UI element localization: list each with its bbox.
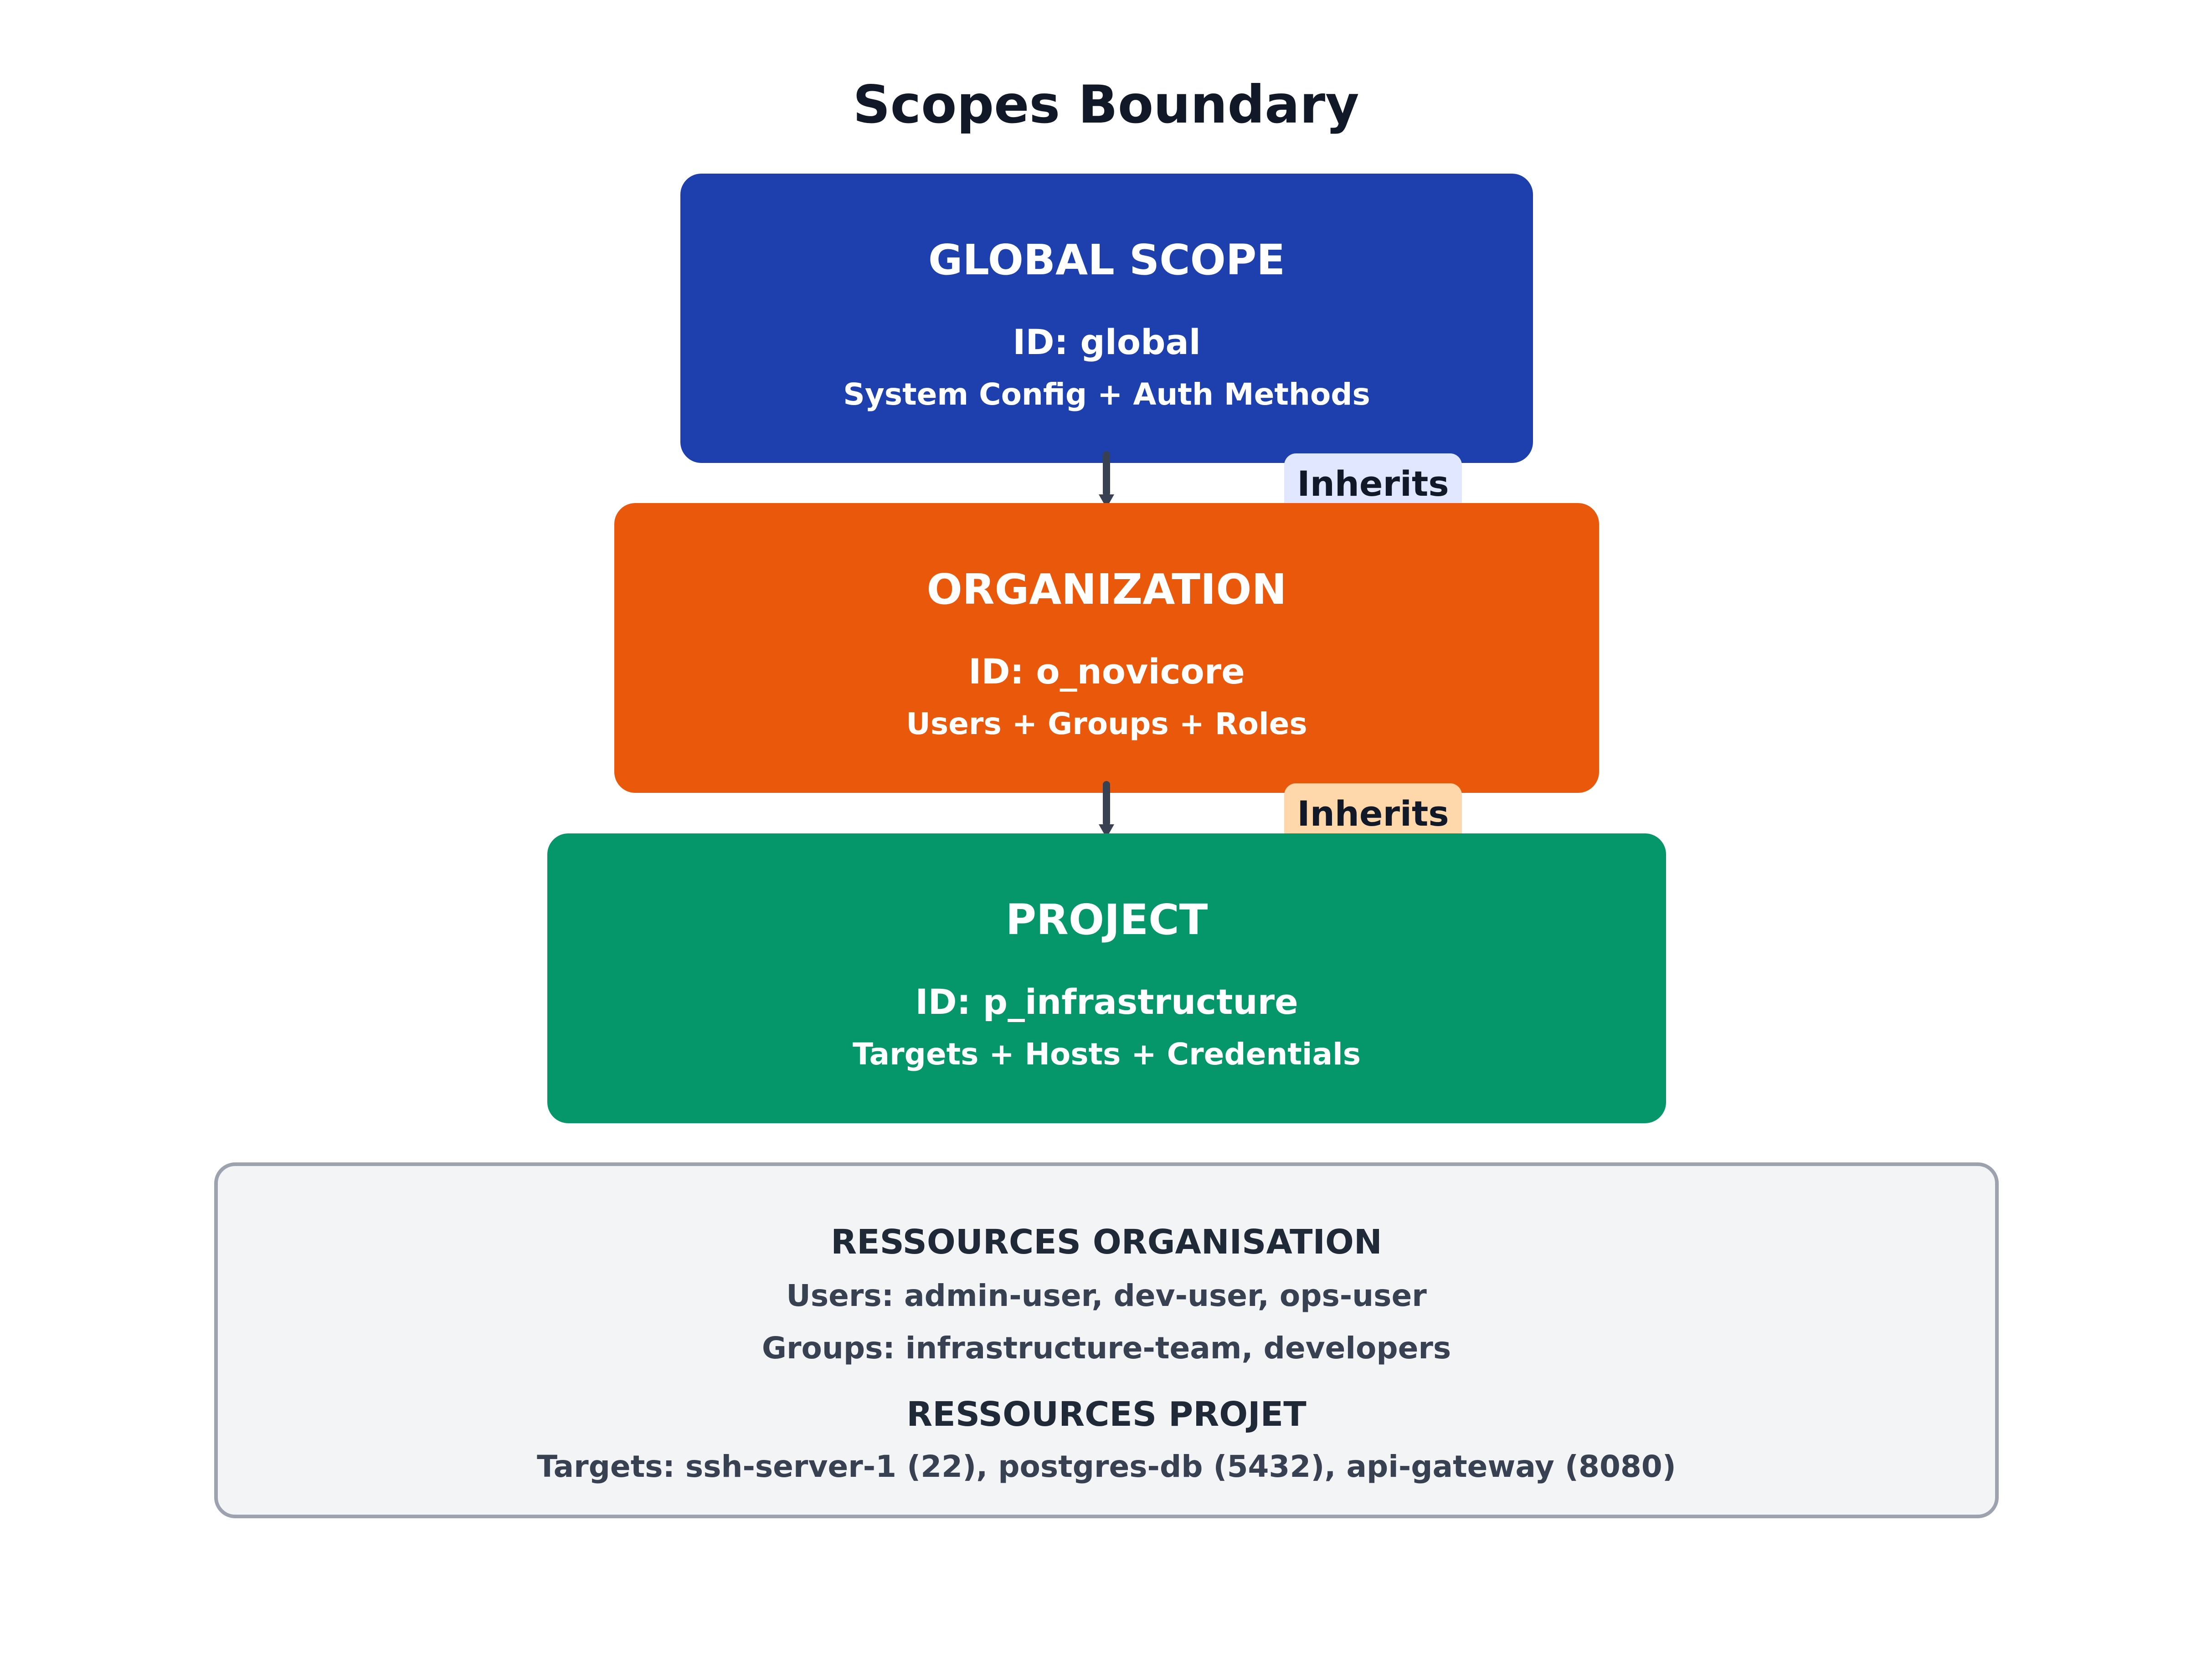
- scope-id: ID: o_novicore: [968, 651, 1245, 692]
- global-scope-box: GLOBAL SCOPE ID: global System Config + …: [680, 174, 1533, 463]
- scope-description: Users + Groups + Roles: [906, 706, 1307, 741]
- down-arrow-icon: [1099, 451, 1114, 508]
- organization-scope-box: ORGANIZATION ID: o_novicore Users + Grou…: [614, 503, 1599, 793]
- project-resources-heading: RESSOURCES PROJET: [906, 1395, 1307, 1434]
- scope-name: GLOBAL SCOPE: [928, 236, 1286, 284]
- scope-description: Targets + Hosts + Credentials: [852, 1037, 1361, 1072]
- targets-list: Targets: ssh-server-1 (22), postgres-db …: [537, 1449, 1676, 1484]
- down-arrow-icon: [1099, 781, 1114, 838]
- resources-panel: RESSOURCES ORGANISATION Users: admin-use…: [214, 1162, 1999, 1518]
- scope-id: ID: p_infrastructure: [915, 982, 1298, 1022]
- scope-description: System Config + Auth Methods: [843, 377, 1370, 412]
- scope-id: ID: global: [1013, 322, 1201, 362]
- scope-name: ORGANIZATION: [926, 565, 1287, 614]
- groups-list: Groups: infrastructure-team, developers: [761, 1331, 1451, 1366]
- org-resources-heading: RESSOURCES ORGANISATION: [831, 1223, 1382, 1262]
- users-list: Users: admin-user, dev-user, ops-user: [786, 1278, 1427, 1313]
- scope-name: PROJECT: [1005, 895, 1208, 944]
- diagram-title: Scopes Boundary: [853, 74, 1359, 135]
- project-scope-box: PROJECT ID: p_infrastructure Targets + H…: [547, 833, 1666, 1123]
